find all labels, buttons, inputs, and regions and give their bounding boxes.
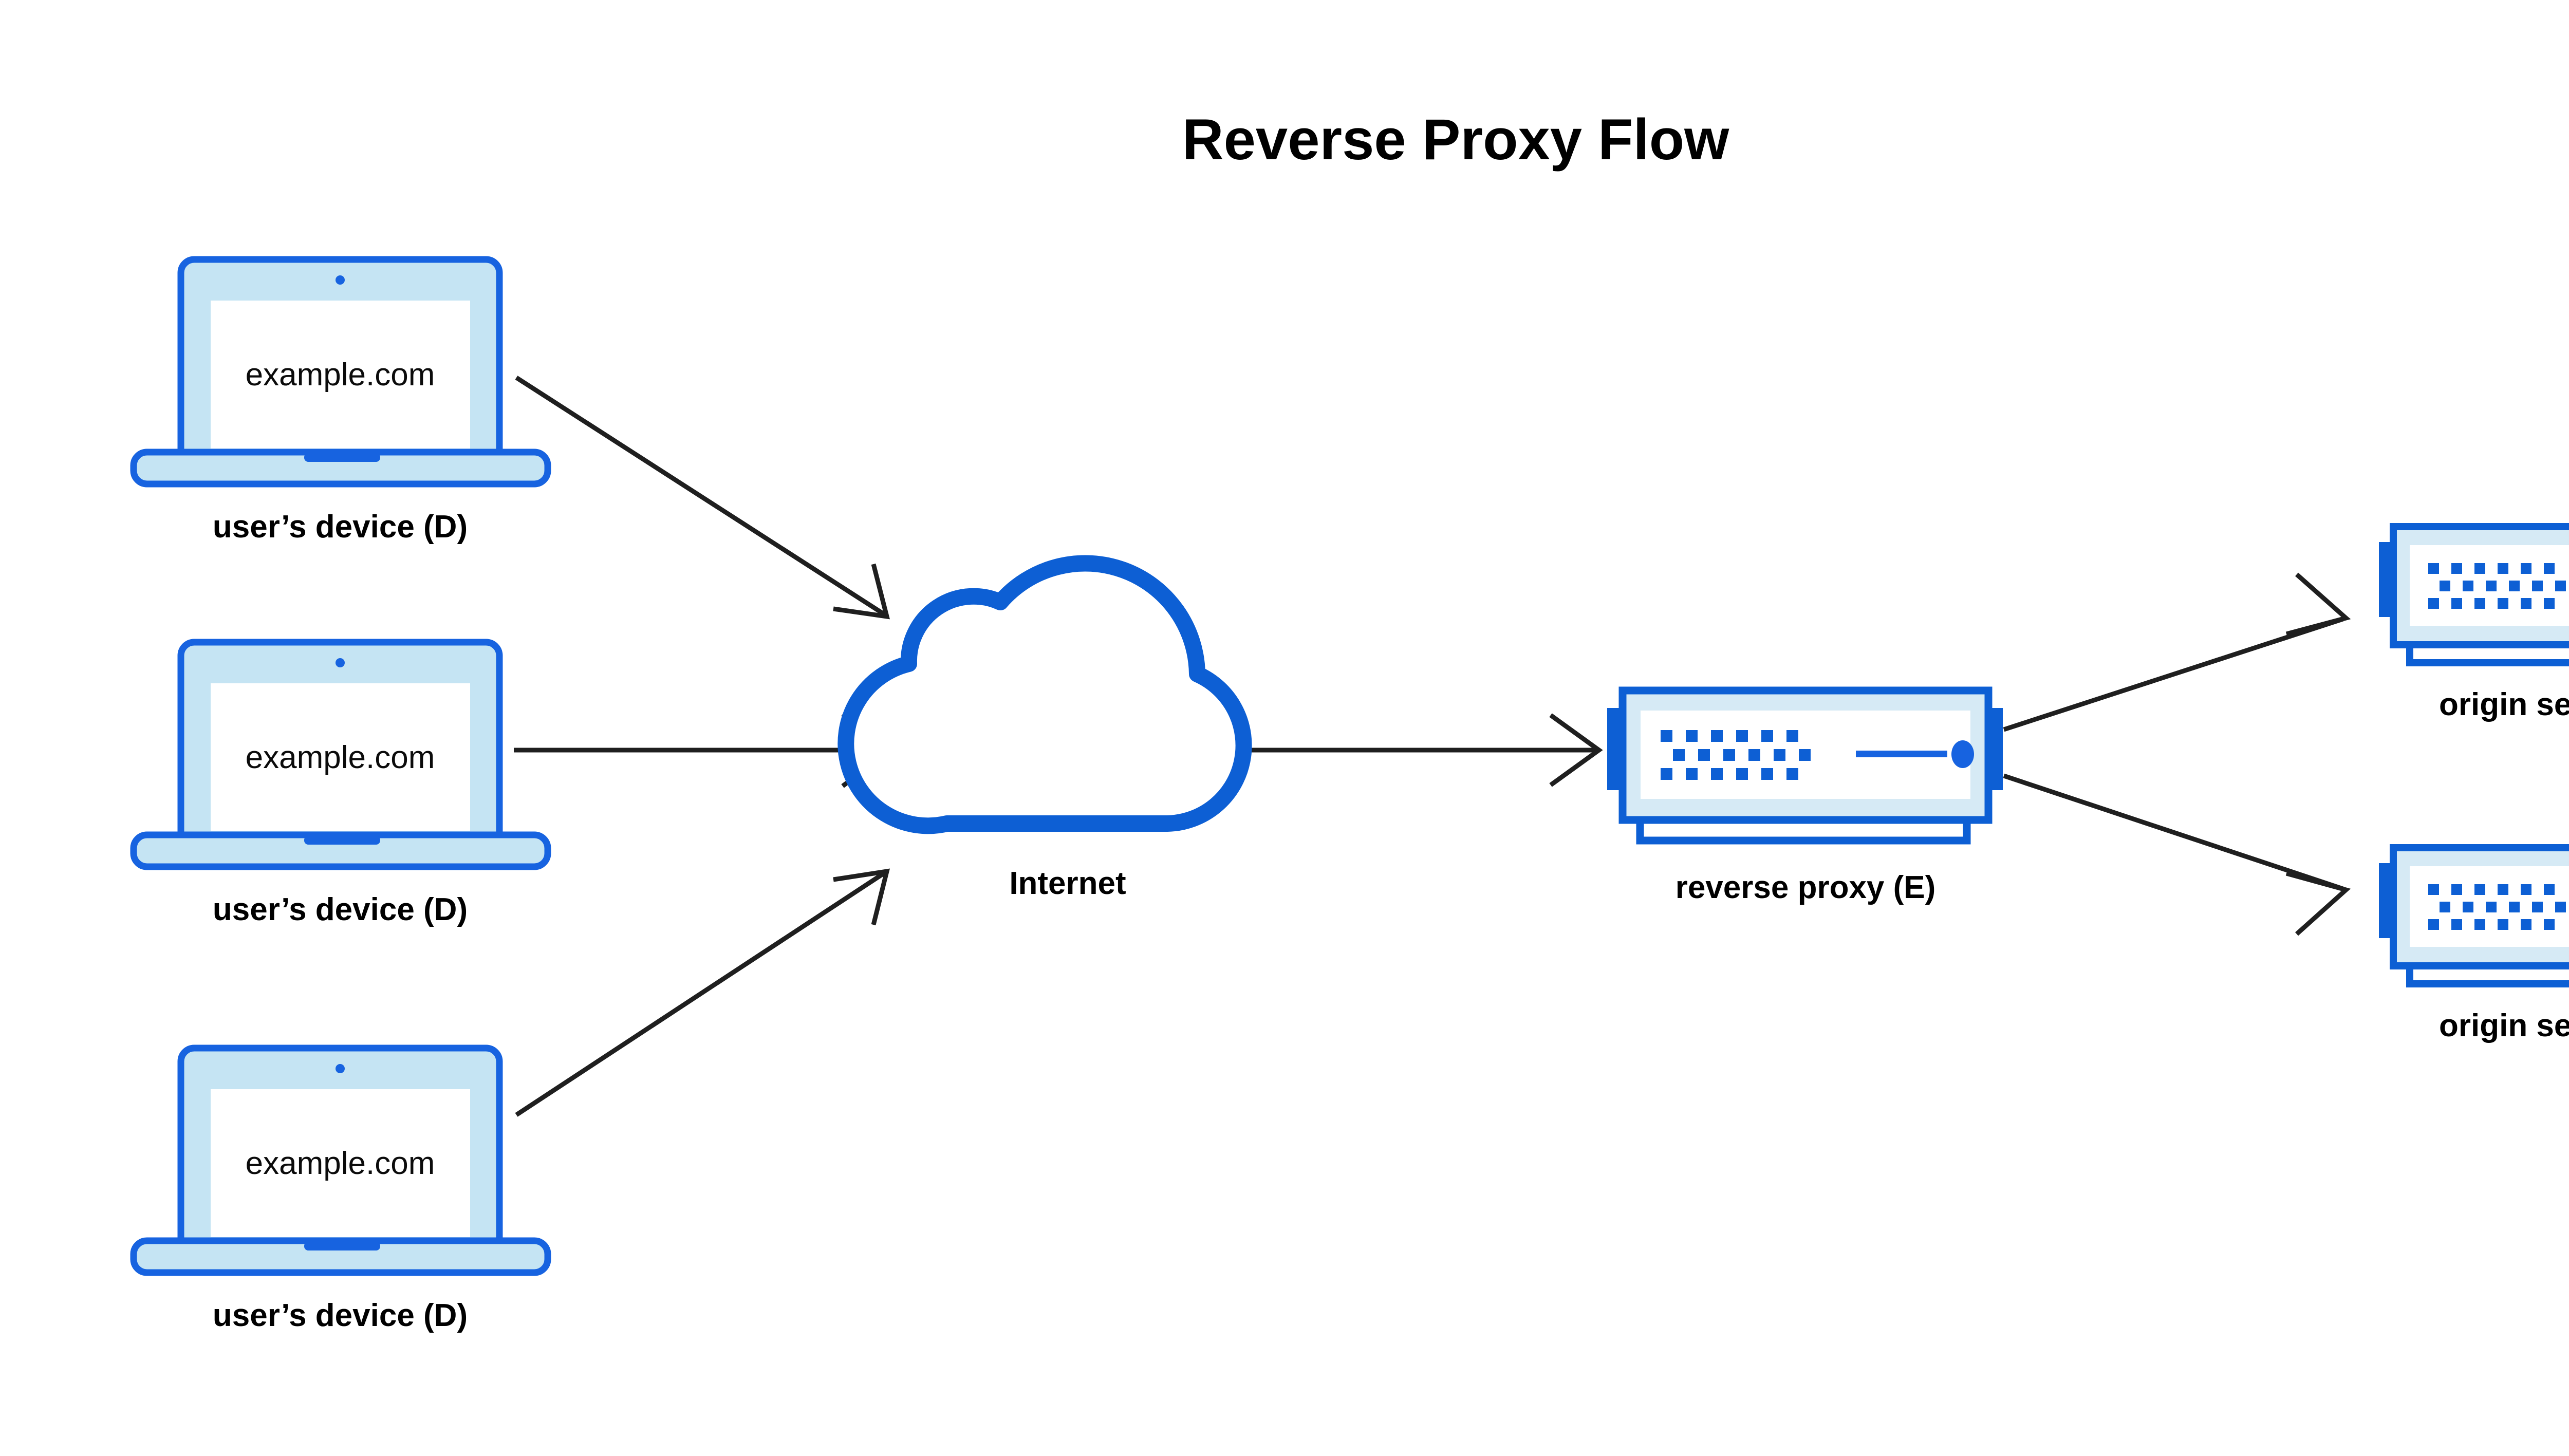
- node-device-bottom[interactable]: example.com user’s device (D): [130, 1044, 551, 1333]
- internet-label: Internet: [1009, 866, 1126, 901]
- connection-device-middle-to-internet: [514, 712, 896, 788]
- origin-server-label: origin server (F): [2439, 687, 2569, 722]
- node-internet[interactable]: Internet: [837, 555, 1252, 901]
- reverse-proxy-label: reverse proxy (E): [1676, 870, 1936, 905]
- node-device-middle[interactable]: example.com user’s device (D): [130, 639, 551, 927]
- node-reverse-proxy[interactable]: reverse proxy (E): [1607, 686, 2003, 905]
- device-label: user’s device (D): [213, 892, 468, 927]
- node-origin-top[interactable]: origin server (F): [2379, 523, 2569, 722]
- device-label: user’s device (D): [213, 509, 468, 545]
- server-icon: [1607, 686, 2003, 845]
- server-icon: [2379, 523, 2569, 666]
- origin-server-label: origin server (F): [2439, 1008, 2569, 1043]
- connection-internet-to-proxy: [1231, 713, 1603, 787]
- cloud-icon: [837, 555, 1252, 834]
- node-origin-bottom[interactable]: origin server (F): [2379, 844, 2569, 1043]
- node-device-top[interactable]: example.com user’s device (D): [130, 256, 551, 545]
- device-screen-text: example.com: [246, 357, 435, 393]
- connection-device-top-to-internet: [515, 376, 890, 620]
- laptop-icon: [130, 639, 551, 870]
- device-screen-text: example.com: [246, 740, 435, 775]
- laptop-icon: [130, 1044, 551, 1276]
- device-label: user’s device (D): [213, 1298, 468, 1333]
- device-screen-text: example.com: [246, 1146, 435, 1181]
- laptop-icon: [130, 256, 551, 488]
- connection-proxy-to-origin-bottom: [2003, 773, 2351, 936]
- connection-proxy-to-origin-top: [2003, 572, 2351, 732]
- server-icon: [2379, 844, 2569, 987]
- page-title: Reverse Proxy Flow: [1182, 107, 1729, 172]
- connection-device-bottom-to-internet: [515, 868, 890, 1117]
